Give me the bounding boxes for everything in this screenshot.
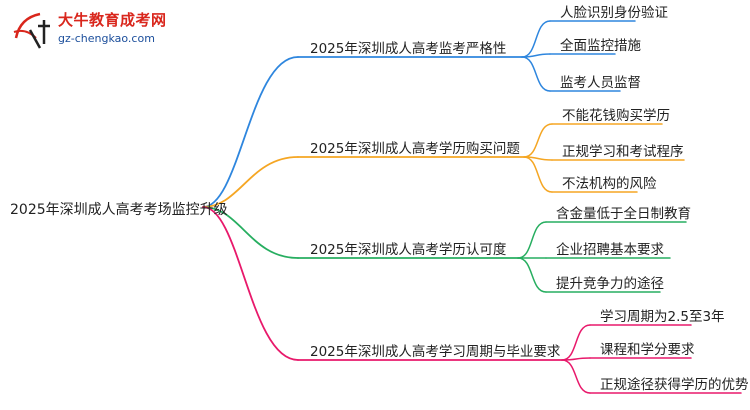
leaf-connector	[523, 123, 553, 158]
branch-topic: 2025年深圳成人高考学历购买问题	[310, 141, 520, 157]
branch-connector	[202, 56, 299, 208]
leaf-topic: 正规途径获得学历的优势	[600, 377, 749, 393]
brand-url: gz-chengkao.com	[58, 32, 155, 45]
leaf-connector	[521, 20, 551, 58]
branch-connector	[202, 156, 299, 208]
leaf-topic: 企业招聘基本要求	[556, 242, 664, 258]
leaf-connector	[521, 56, 551, 92]
branch-connector	[202, 206, 299, 361]
leaf-connector	[517, 221, 547, 259]
leaf-connector	[523, 156, 553, 193]
dani-logo-icon	[13, 12, 50, 49]
branch-topic: 2025年深圳成人高考监考严格性	[310, 41, 507, 57]
leaf-topic: 全面监控措施	[560, 38, 641, 54]
leaf-topic: 人脸识别身份验证	[560, 5, 668, 21]
leaf-topic: 含金量低于全日制教育	[556, 206, 691, 222]
leaf-topic: 提升竞争力的途径	[556, 276, 664, 292]
leaf-connector	[561, 324, 591, 361]
leaf-connector	[517, 257, 547, 293]
leaf-topic: 不能花钱购买学历	[562, 108, 670, 124]
branch-topic: 2025年深圳成人高考学历认可度	[310, 242, 507, 258]
leaf-topic: 课程和学分要求	[600, 342, 695, 358]
leaf-topic: 监考人员监督	[560, 75, 641, 91]
root-topic: 2025年深圳成人高考考场监控升级	[10, 202, 228, 218]
leaf-topic: 正规学习和考试程序	[562, 144, 684, 160]
site-logo: 大牛教育成考网 gz-chengkao.com	[8, 6, 198, 54]
leaf-topic: 学习周期为2.5至3年	[600, 309, 725, 325]
branch-connector	[202, 206, 299, 259]
brand-name: 大牛教育成考网	[58, 11, 167, 29]
leaf-connector	[561, 359, 591, 394]
branch-topic: 2025年深圳成人高考学习周期与毕业要求	[310, 344, 561, 360]
leaf-topic: 不法机构的风险	[562, 176, 657, 192]
